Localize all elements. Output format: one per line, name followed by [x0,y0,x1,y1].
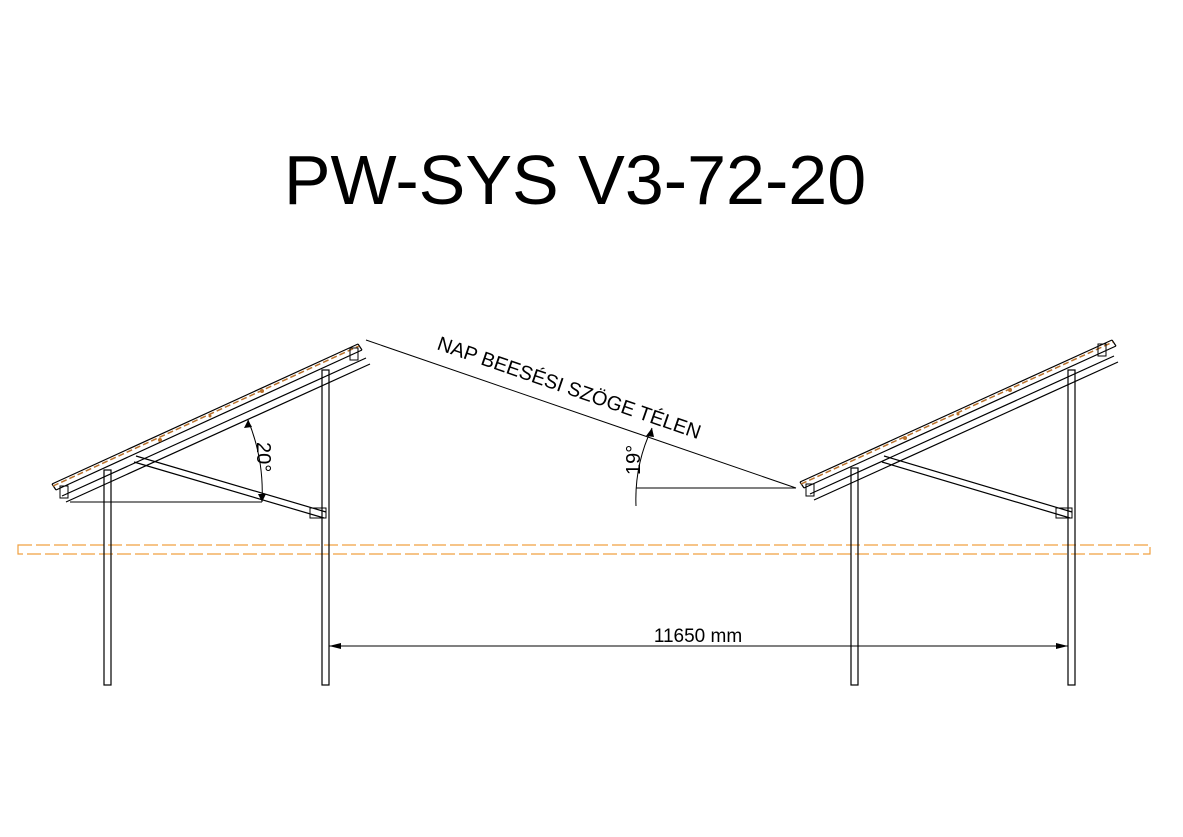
row-spacing-label: 11650 mm [654,626,742,647]
right-brace [881,455,1073,519]
left-angle-reference [70,419,266,503]
left-solar-panel [51,343,371,503]
left-structure [51,343,371,686]
right-rear-post [1067,369,1076,686]
sun-ray-line [365,339,797,507]
row-spacing-dimension [329,643,1068,649]
left-rear-post [321,369,330,686]
right-structure [799,339,1119,686]
sun-angle-caption: NAP BEESÉSI SZÖGE TÉLEN [434,332,704,444]
left-brace [133,455,327,519]
sun-angle-label: 19° [623,445,645,475]
tilt-angle-label: 20° [252,442,274,472]
left-front-post [103,469,112,686]
right-front-post [850,467,859,686]
ground-line [17,544,1151,555]
drawing-title: PW-SYS V3-72-20 [283,141,867,219]
right-solar-panel [799,339,1119,501]
